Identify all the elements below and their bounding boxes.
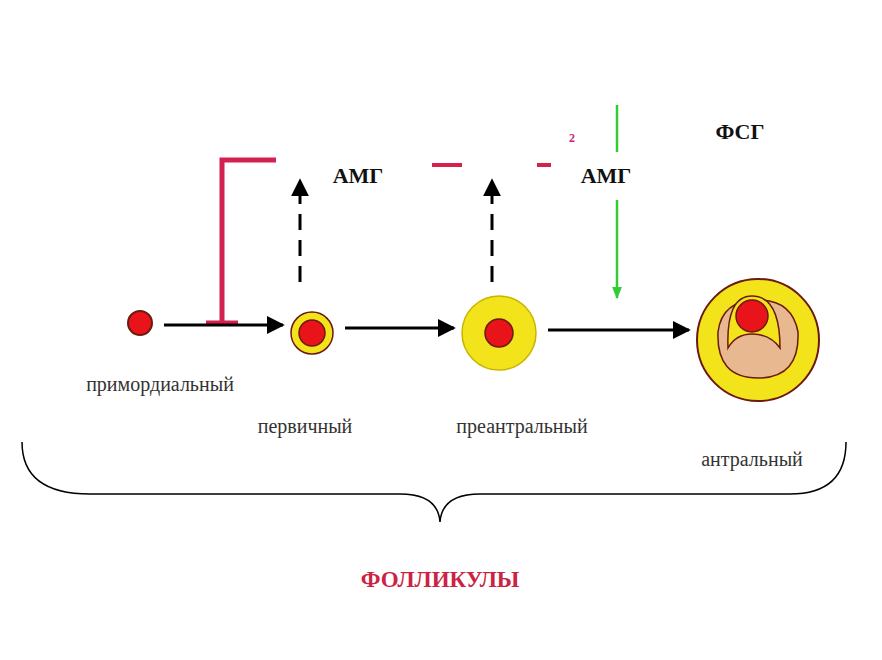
inhibition-dash: [537, 163, 551, 167]
follicle-node: преантральный: [460, 294, 538, 372]
secretion-arrow: [299, 180, 302, 282]
grouping-brace: [22, 442, 846, 522]
follicle-drawing: [289, 310, 335, 356]
hormone-label: АМГ: [581, 163, 632, 189]
development-arrow: [548, 329, 689, 332]
follicle-drawing: [126, 309, 154, 337]
stimulation-arrow: [616, 200, 619, 298]
follicle-node: антральный: [695, 277, 821, 403]
stage-label: примордиальный: [86, 373, 234, 396]
caption-label: ФОЛЛИКУЛЫ: [361, 567, 520, 593]
follicle-node: примордиальный: [126, 309, 154, 337]
stimulation-line: [616, 105, 619, 152]
secretion-arrow: [491, 180, 494, 282]
stage-label: антральный: [701, 448, 803, 471]
development-arrow: [345, 327, 454, 330]
follicle-drawing: [695, 277, 821, 403]
follicle-drawing: [460, 294, 538, 372]
hormone-label: АМГ: [333, 163, 384, 189]
inhibition-dash: [432, 163, 462, 167]
follicle-node: первичный: [289, 310, 335, 356]
inhibition-line: [222, 160, 276, 322]
development-arrow: [164, 324, 283, 327]
superscript-number: 2: [569, 131, 575, 146]
hormone-label: ФСГ: [716, 119, 765, 145]
stage-label: преантральный: [456, 415, 587, 438]
stage-label: первичный: [258, 415, 353, 438]
